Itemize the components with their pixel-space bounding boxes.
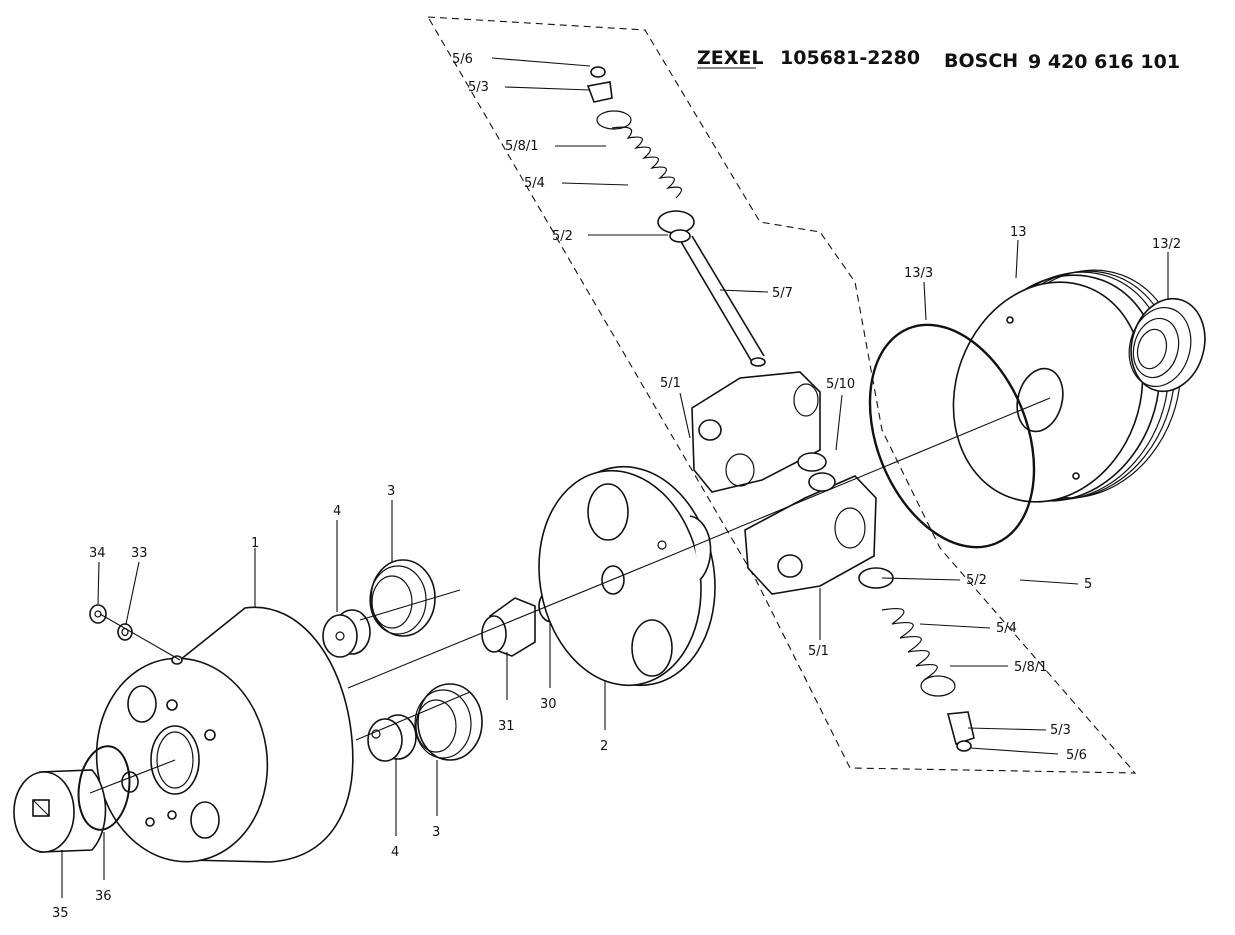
callout-5-8-1-top: 5/8/1 <box>505 139 539 154</box>
callout-5-4-bot: 5/4 <box>996 621 1017 636</box>
header: ZEXEL 105681-2280 BOSCH 9 420 616 101 <box>697 47 1180 73</box>
callout-5: 5 <box>1084 577 1092 592</box>
callout-5-7: 5/7 <box>772 286 793 301</box>
header-maker1: ZEXEL <box>697 47 764 69</box>
part-4-lower <box>367 714 417 762</box>
header-maker2: BOSCH <box>944 50 1018 72</box>
callout-36: 36 <box>95 889 112 904</box>
part-13-3-o-ring <box>868 323 1036 549</box>
callout-5-8-1-bot: 5/8/1 <box>1014 660 1048 675</box>
leader-lines <box>61 57 1169 898</box>
callout-5-2-top: 5/2 <box>552 229 573 244</box>
callout-2: 2 <box>600 739 608 754</box>
part-13-2-seal <box>1128 297 1206 393</box>
part-3-lower <box>414 683 483 761</box>
callout-5-10: 5/10 <box>826 377 855 392</box>
callout-1: 1 <box>251 536 259 551</box>
part-5-1-upper <box>691 371 821 493</box>
header-number2: 9 420 616 101 <box>1028 51 1180 73</box>
callout-5-6-bot: 5/6 <box>1066 748 1087 763</box>
part-2-disc <box>538 465 716 687</box>
callout-13: 13 <box>1010 225 1027 240</box>
part-34-screw <box>89 604 107 624</box>
callout-4-bot: 4 <box>391 845 399 860</box>
callout-5-1-top: 5/1 <box>660 376 681 391</box>
callout-5-2-bot: 5/2 <box>966 573 987 588</box>
callout-4-top: 4 <box>333 504 341 519</box>
lower-spring-stack <box>858 567 975 752</box>
assembly-axis-lines <box>89 397 1051 794</box>
part-3-upper <box>369 559 436 637</box>
callout-13-3: 13/3 <box>904 266 933 281</box>
callout-5-1-bot: 5/1 <box>808 644 829 659</box>
part-13-cover <box>952 269 1182 503</box>
callout-3-bot: 3 <box>432 825 440 840</box>
callout-5-4-top: 5/4 <box>524 176 545 191</box>
callout-labels: 5/6 5/3 5/8/1 5/4 5/2 5/7 5/1 5/10 13/3 … <box>52 52 1181 921</box>
part-1-body <box>95 606 354 863</box>
callout-5-6-top: 5/6 <box>452 52 473 67</box>
callout-34: 34 <box>89 546 106 561</box>
callout-13-2: 13/2 <box>1152 237 1181 252</box>
callout-35: 35 <box>52 906 69 921</box>
callout-5-3-bot: 5/3 <box>1050 723 1071 738</box>
part-5-1-lower <box>744 475 877 595</box>
part-5-7-plunger <box>679 235 766 367</box>
part-5-10 <box>797 452 836 492</box>
assembly-5-boundary <box>427 16 1137 774</box>
part-4-upper <box>322 609 371 658</box>
callout-3-top: 3 <box>387 484 395 499</box>
callout-33: 33 <box>131 546 148 561</box>
part-35-plug <box>13 769 107 853</box>
callout-31: 31 <box>498 719 515 734</box>
callout-30: 30 <box>540 697 557 712</box>
callout-5-3-top: 5/3 <box>468 80 489 95</box>
part-36-o-ring <box>77 745 131 831</box>
header-number1: 105681-2280 <box>780 47 920 69</box>
part-31-nut <box>481 597 536 657</box>
upper-spring-stack <box>586 66 695 243</box>
part-33-washer <box>117 623 133 641</box>
